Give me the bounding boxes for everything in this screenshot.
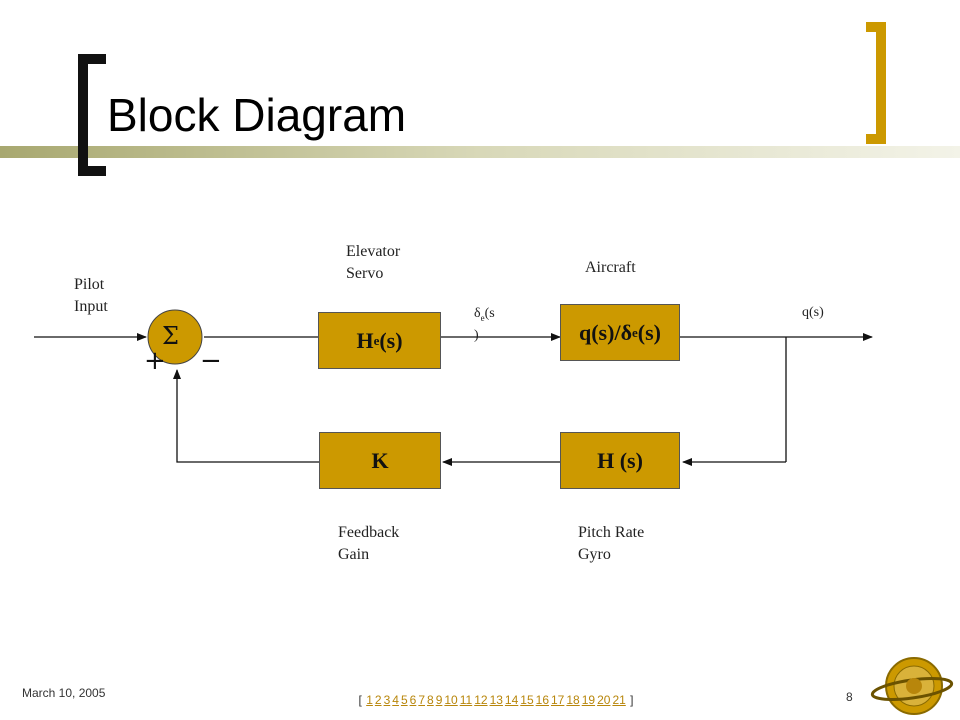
sigma-symbol: Σ [162, 322, 179, 350]
elevator-servo-label: Elevator Servo [346, 241, 400, 285]
aircraft-label: Aircraft [585, 259, 636, 276]
right-bracket-top [866, 22, 886, 32]
nav-page-link-13[interactable]: 13 [489, 693, 503, 707]
nav-open-bracket: [ [358, 693, 362, 707]
pilot-input-label: Pilot Input [74, 274, 108, 318]
delta-after: (s [484, 306, 495, 321]
footer-date: March 10, 2005 [22, 686, 106, 700]
pilot-input-line-1: Pilot [74, 276, 105, 293]
pilot-input-line-2: Input [74, 298, 108, 315]
nav-close-bracket: ] [630, 693, 634, 707]
nav-page-link-12[interactable]: 12 [474, 693, 488, 707]
q-output-label: q(s) [802, 305, 824, 320]
nav-page-link-14[interactable]: 14 [504, 693, 519, 707]
aircraft-block-pre: q(s)/ [579, 319, 621, 345]
delta-line-2: ) [474, 327, 479, 343]
left-bracket [78, 54, 88, 176]
nav-page-link-10[interactable]: 10 [444, 693, 458, 707]
nav-page-link-5[interactable]: 5 [400, 693, 408, 707]
feedback-return-arrow [173, 369, 319, 463]
nav-page-link-19[interactable]: 19 [581, 693, 596, 707]
aircraft-block-symbol: δ [620, 319, 632, 345]
nav-page-link-4[interactable]: 4 [392, 693, 399, 707]
aeronautics-logo-icon [870, 657, 954, 715]
delta-e-signal-label: δe(s ) [474, 305, 495, 345]
elevator-servo-line-2: Servo [346, 265, 384, 282]
right-bracket-bottom [866, 134, 886, 144]
slide-title: Block Diagram [107, 89, 407, 141]
servo-block-main: H [356, 327, 374, 353]
servo-block-sub: e [373, 332, 380, 348]
nav-page-link-2[interactable]: 2 [374, 693, 382, 707]
nav-page-link-9[interactable]: 9 [435, 693, 443, 707]
delta-subscript: e [480, 312, 485, 323]
elevator-servo-line-1: Elevator [346, 243, 401, 260]
left-bracket-top [78, 54, 106, 64]
delta-symbol: δ [474, 306, 481, 321]
gyro-block: H (s) [560, 432, 680, 489]
feedback-gain-label: Feedback Gain [338, 522, 399, 566]
left-bracket-bottom [78, 166, 106, 176]
nav-page-link-17[interactable]: 17 [551, 693, 565, 707]
nav-page-link-18[interactable]: 18 [566, 693, 580, 707]
feedback-gain-line-1: Feedback [338, 524, 400, 541]
nav-page-link-3[interactable]: 3 [383, 693, 391, 707]
plus-sign: + [144, 346, 166, 376]
gain-block: K [319, 432, 441, 489]
pitch-rate-gyro-line-2: Gyro [578, 546, 611, 563]
pitch-rate-gyro-label: Pitch Rate Gyro [578, 522, 644, 566]
nav-page-link-20[interactable]: 20 [597, 693, 611, 707]
gyro-block-label: H (s) [597, 447, 643, 473]
page-number: 8 [846, 690, 853, 704]
aircraft-block-suffix: (s) [637, 319, 661, 345]
feedback-gain-line-2: Gain [338, 546, 370, 563]
right-bracket [876, 22, 886, 144]
nav-page-link-11[interactable]: 11 [459, 693, 473, 707]
nav-page-link-21[interactable]: 21 [612, 693, 626, 707]
nav-page-link-6[interactable]: 6 [409, 693, 417, 707]
nav-page-link-1[interactable]: 1 [366, 693, 373, 707]
gain-block-label: K [371, 447, 389, 473]
summing-junction-circle [147, 309, 203, 365]
nav-page-link-15[interactable]: 15 [520, 693, 534, 707]
minus-sign: − [200, 346, 222, 376]
title-bar [0, 146, 960, 158]
nav-page-link-7[interactable]: 7 [418, 693, 425, 707]
nav-page-link-16[interactable]: 16 [535, 693, 549, 707]
nav-page-link-8[interactable]: 8 [427, 693, 434, 707]
servo-block-suffix: (s) [379, 327, 403, 353]
aircraft-block-sub: e [631, 324, 638, 340]
pitch-rate-gyro-line-1: Pitch Rate [578, 524, 645, 541]
